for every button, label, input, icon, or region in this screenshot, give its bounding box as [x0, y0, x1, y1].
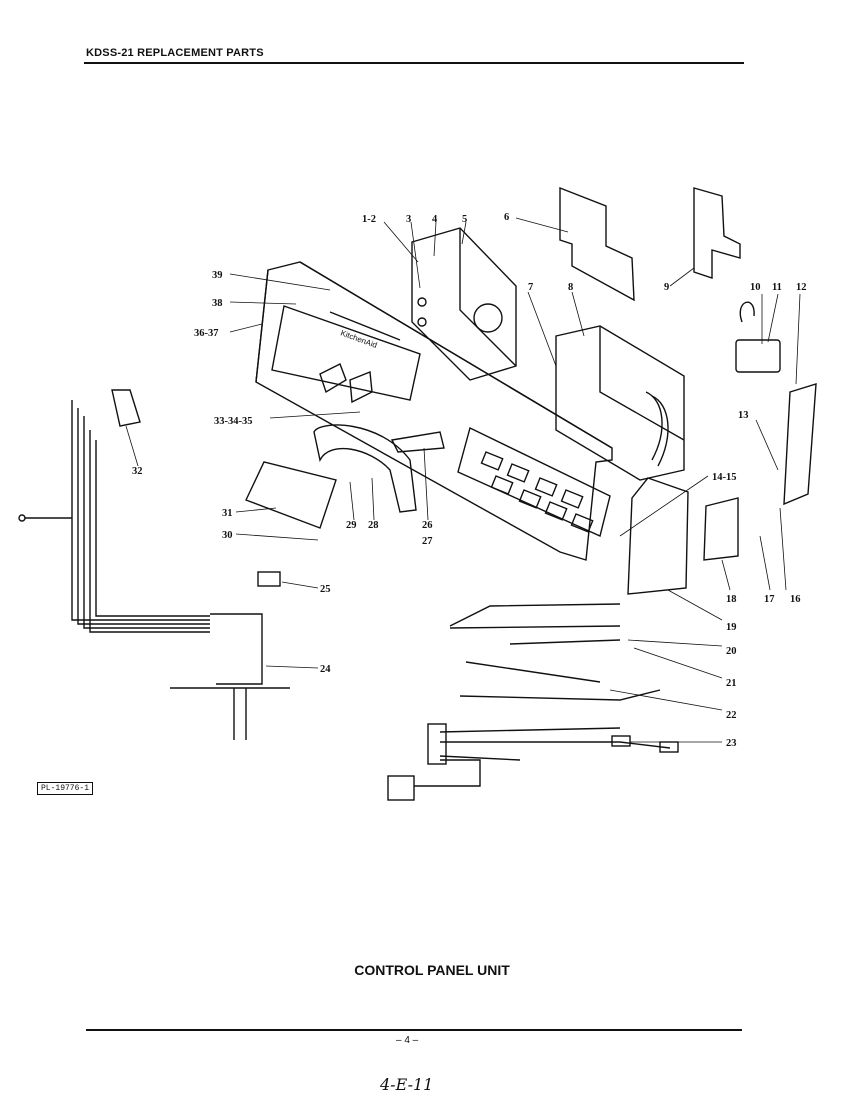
callout-5: 5 — [462, 214, 467, 225]
callout-32: 32 — [132, 466, 143, 477]
wiring-harness — [18, 389, 290, 740]
page-header: KDSS-21 REPLACEMENT PARTS — [86, 47, 264, 59]
callout-28: 28 — [368, 520, 379, 531]
callout-31: 31 — [222, 508, 233, 519]
footer-rule — [86, 1029, 742, 1031]
page-number: – 4 – — [396, 1035, 419, 1046]
callout-4: 4 — [432, 214, 438, 225]
callout-11: 11 — [772, 282, 782, 293]
diagram-reference-number: PL-19776-1 — [37, 782, 94, 795]
callout-9: 9 — [664, 282, 669, 293]
callout-30: 30 — [222, 530, 233, 541]
bracket-26 — [390, 431, 445, 453]
bracket-12 — [783, 383, 817, 506]
callout-20: 20 — [726, 646, 737, 657]
callout-10: 10 — [750, 282, 761, 293]
callout-29: 29 — [346, 520, 357, 531]
callout-16: 16 — [790, 594, 801, 605]
callout-8: 8 — [568, 282, 573, 293]
console-logo: KitchenAid — [339, 328, 378, 350]
connector-25 — [257, 571, 281, 587]
callout-19: 19 — [726, 622, 737, 633]
callout-13: 13 — [738, 410, 749, 421]
callout-7: 7 — [528, 282, 533, 293]
frame-28 — [313, 424, 417, 513]
callout-3: 3 — [406, 214, 411, 225]
callout-39: 39 — [212, 270, 223, 281]
callout-24: 24 — [320, 664, 331, 675]
cover-31 — [245, 461, 337, 529]
bracket-18 — [703, 497, 739, 561]
shield-plate-9 — [693, 187, 741, 279]
console-panel: KitchenAid — [255, 261, 613, 561]
callout-38: 38 — [212, 298, 223, 309]
callout-26: 26 — [422, 520, 433, 531]
diagram-caption: CONTROL PANEL UNIT — [354, 962, 510, 978]
switch-assembly — [735, 301, 781, 373]
callout-12: 12 — [796, 282, 807, 293]
header-rule — [84, 62, 744, 64]
callout-25: 25 — [320, 584, 331, 595]
handwritten-note: 4-E-11 — [380, 1075, 434, 1094]
shield-plate-6 — [559, 186, 635, 302]
callout-18: 18 — [726, 594, 737, 605]
callout-33-34-35: 33-34-35 — [214, 416, 253, 427]
control-module — [555, 325, 685, 481]
timer-bracket — [411, 227, 517, 381]
callout-27: 27 — [422, 536, 433, 547]
callout-21: 21 — [726, 678, 737, 689]
callout-14-15: 14-15 — [712, 472, 737, 483]
callout-6: 6 — [504, 212, 509, 223]
callout-36-37: 36-37 — [194, 328, 219, 339]
side-panel — [627, 477, 689, 595]
callout-17: 17 — [764, 594, 775, 605]
callout-1-2: 1-2 — [362, 214, 376, 225]
wire-leads — [387, 603, 679, 801]
callout-22: 22 — [726, 710, 737, 721]
callout-23: 23 — [726, 738, 737, 749]
